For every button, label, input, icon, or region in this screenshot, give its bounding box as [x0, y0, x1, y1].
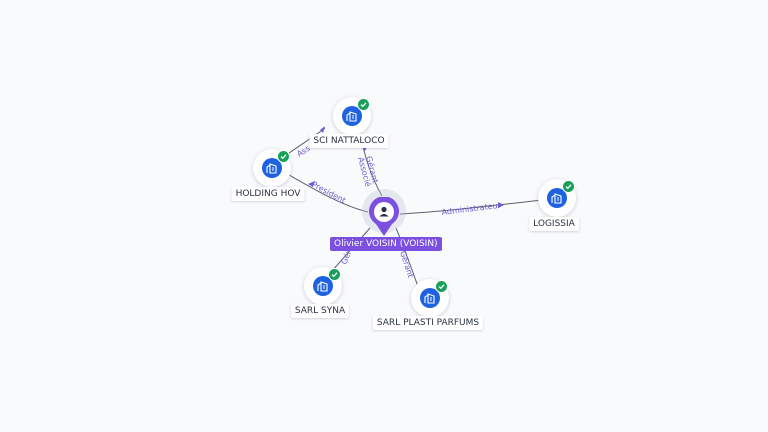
edge-label-holding-main: President — [310, 180, 347, 205]
verified-check-icon — [562, 180, 575, 193]
verified-check-icon — [277, 150, 290, 163]
node-label-logissia[interactable]: LOGISSIA — [529, 217, 579, 231]
company-node-logissia[interactable] — [538, 179, 576, 217]
building-icon — [262, 158, 282, 178]
center-node-label[interactable]: Olivier VOISIN (VOISIN) — [330, 237, 442, 251]
company-node-holding-hov[interactable] — [253, 149, 291, 187]
company-node-sarl-plasti-parfums[interactable] — [411, 279, 449, 317]
arrow-holding-sci — [320, 126, 325, 133]
building-icon — [547, 188, 567, 208]
verified-check-icon — [435, 280, 448, 293]
arrow-logissia — [498, 202, 504, 208]
company-node-sarl-syna[interactable] — [304, 267, 342, 305]
building-icon — [420, 288, 440, 308]
node-label-holding-hov[interactable]: HOLDING HOV — [231, 187, 305, 201]
node-label-sarl-plasti-parfums[interactable]: SARL PLASTI PARFUMS — [372, 316, 484, 330]
node-label-sci-nattaloco[interactable]: SCI NATTALOCO — [309, 134, 389, 148]
person-pin-icon — [369, 196, 399, 236]
company-node-sci-nattaloco[interactable] — [333, 97, 371, 135]
building-icon — [313, 276, 333, 296]
edge-label-logissia: Administrateur — [441, 201, 502, 217]
verified-check-icon — [328, 268, 341, 281]
edge-logissia — [399, 199, 543, 215]
building-icon — [342, 106, 362, 126]
node-label-sarl-syna[interactable]: SARL SYNA — [290, 304, 350, 318]
edge-holding-hov — [283, 171, 369, 213]
center-person-node[interactable] — [368, 196, 400, 237]
verified-check-icon — [357, 98, 370, 111]
edge-label-plasti: Gérant — [398, 250, 416, 279]
arrow-holding — [308, 181, 315, 187]
